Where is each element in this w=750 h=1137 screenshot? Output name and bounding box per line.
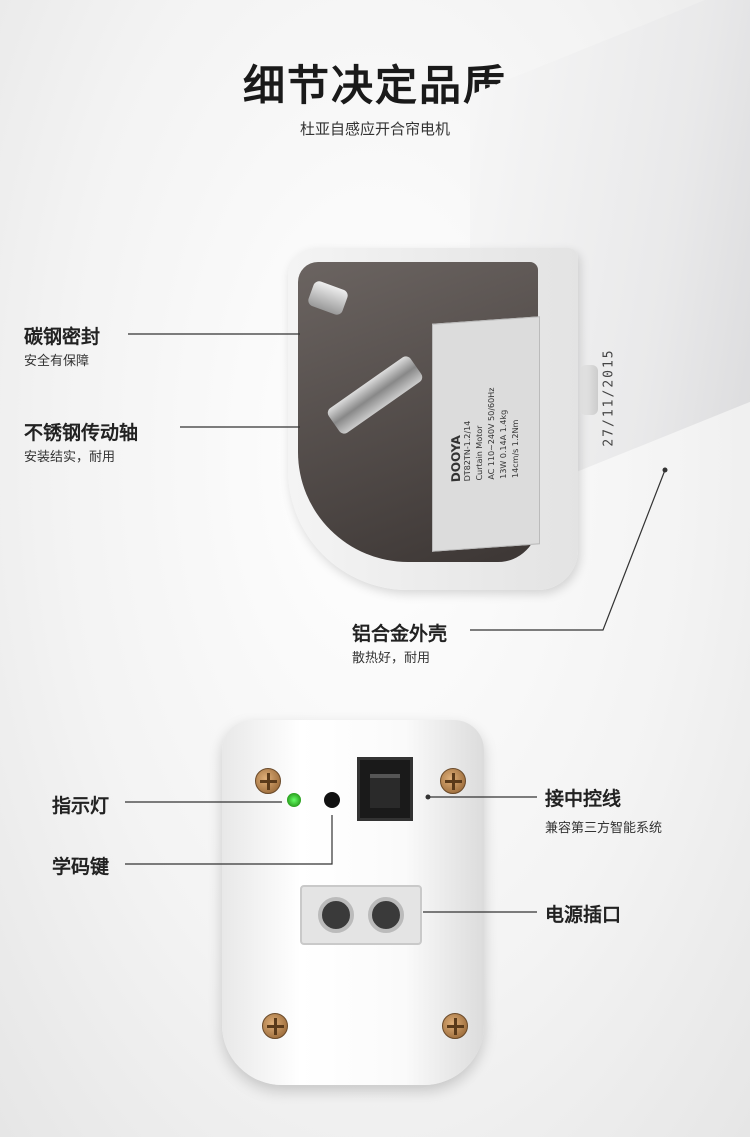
callout-sub: 安全有保障: [24, 354, 90, 369]
callout-dot: [425, 794, 431, 800]
socket-hole: [368, 897, 404, 933]
callout-label: 铝合金外壳: [352, 623, 448, 645]
screw-icon: [262, 1013, 288, 1039]
callout-line: [470, 469, 666, 631]
motor-pin: [580, 365, 598, 415]
callout-label: 学码键: [52, 856, 110, 878]
callout-label: 接中控线: [545, 788, 622, 810]
callout-label: 指示灯: [52, 795, 110, 817]
learn-code-button[interactable]: [324, 792, 340, 808]
callout-label: 不锈钢传动轴: [24, 422, 139, 444]
indicator-led: [287, 793, 301, 807]
callout-sub: 兼容第三方智能系统: [545, 821, 663, 836]
control-port: [357, 757, 413, 821]
callout-label: 电源插口: [545, 904, 622, 926]
callout-sub: 散热好，耐用: [352, 651, 431, 666]
callout-dot: [662, 467, 668, 473]
screw-icon: [440, 768, 466, 794]
socket-hole: [318, 897, 354, 933]
callout-sub: 安装结实，耐用: [24, 450, 116, 465]
page-subtitle: 杜亚自感应开合帘电机: [299, 120, 450, 138]
power-socket: [300, 885, 422, 945]
callout-label: 碳钢密封: [24, 326, 101, 348]
page-title: 细节决定品质: [242, 61, 507, 110]
screw-icon: [255, 768, 281, 794]
screw-icon: [442, 1013, 468, 1039]
callout-line: [125, 815, 333, 865]
